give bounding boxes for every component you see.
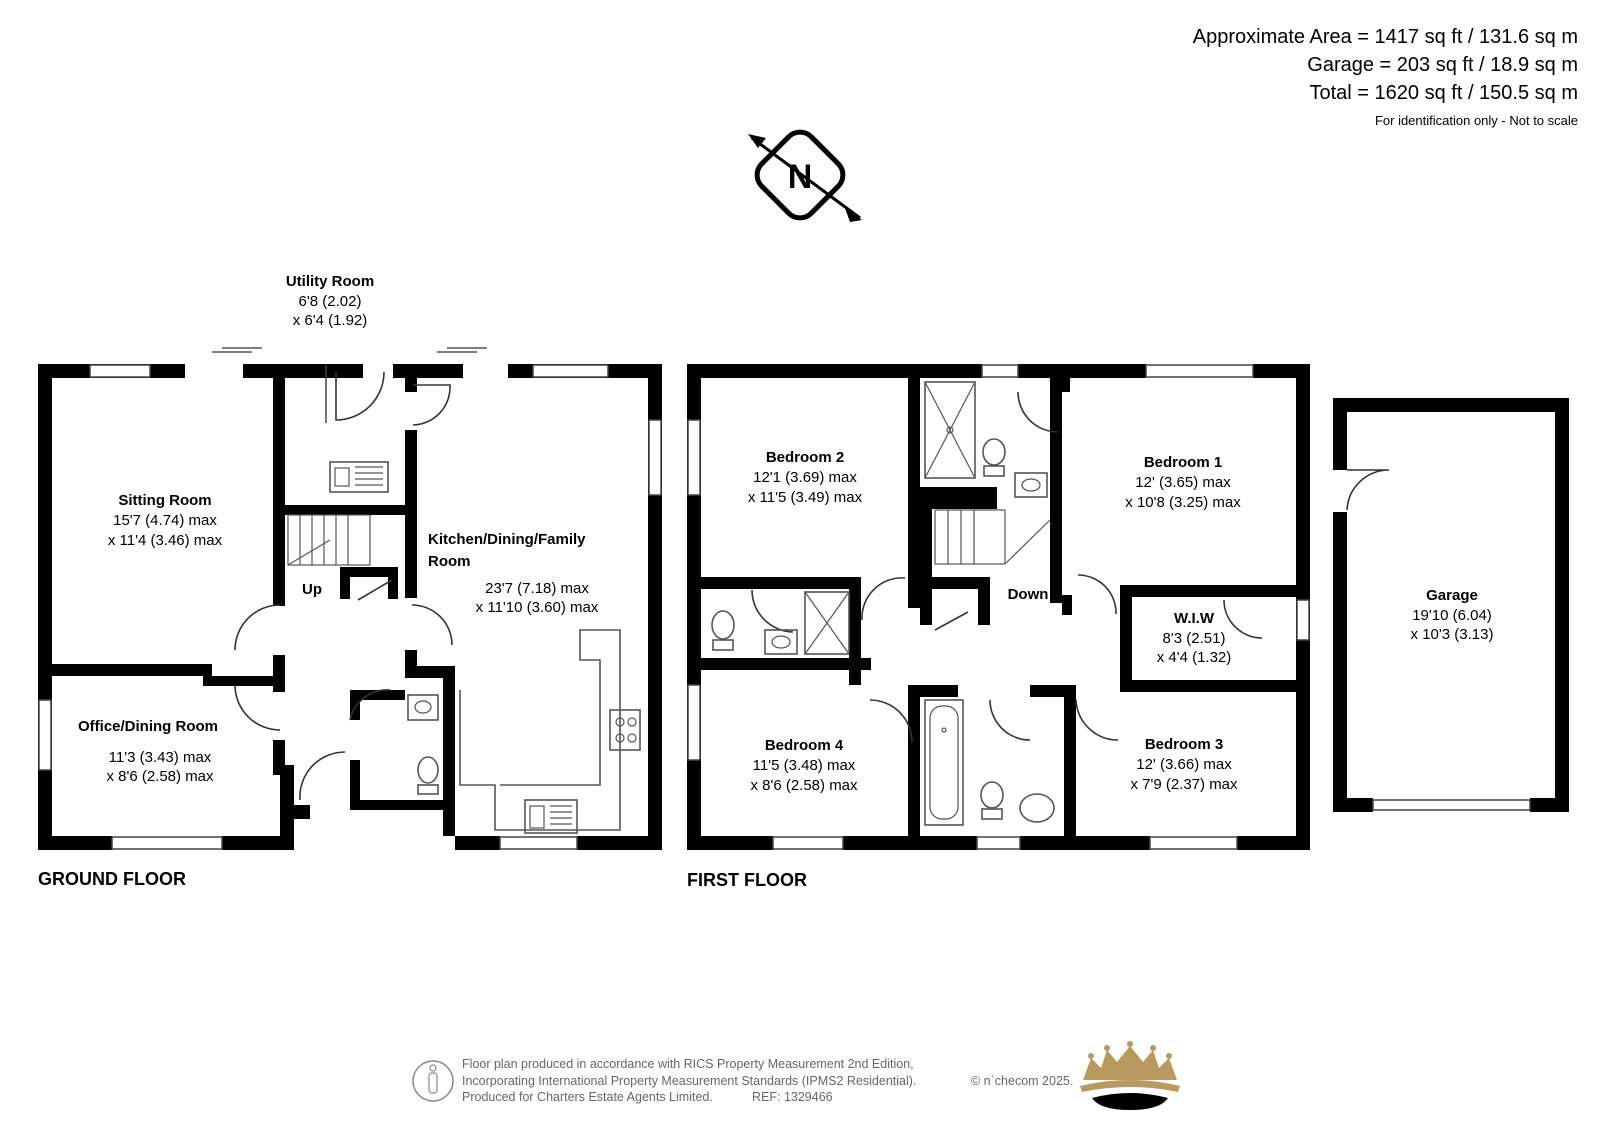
room-label-office: Office/Dining Room 11'3 (3.43) max x 8'6…: [78, 718, 218, 785]
room-label-garage: Garage 19'10 (6.04) x 10'3 (3.13): [1411, 587, 1494, 643]
room-dim: 6'8 (2.02): [299, 293, 362, 310]
room-dim: x 10'8 (3.25) max: [1125, 494, 1241, 511]
scale-note: For identification only - Not to scale: [1375, 113, 1578, 128]
room-dim: 8'3 (2.51): [1163, 630, 1226, 647]
room-label-bedroom1: Bedroom 1 12' (3.65) max x 10'8 (3.25) m…: [1125, 454, 1241, 511]
room-dim: 19'10 (6.04): [1412, 607, 1492, 624]
room-dim: 12' (3.65) max: [1135, 474, 1231, 491]
footer-copyright: © nʿchecom 2025.: [971, 1074, 1073, 1088]
footer-ref: REF: 1329466: [752, 1090, 833, 1104]
first-floor-fixtures: [711, 381, 1055, 826]
stairs-down-label: Down: [1008, 586, 1049, 603]
room-name: Office/Dining Room: [78, 718, 218, 735]
first-floor-windows: [687, 364, 1310, 850]
garage-walls: [1333, 398, 1569, 812]
first-floor-doors: [751, 391, 1263, 743]
footer-line-2: Incorporating International Property Mea…: [462, 1074, 916, 1088]
ground-floor-windows: [38, 347, 662, 850]
person-icon: [412, 1060, 454, 1102]
room-name: Bedroom 3: [1145, 736, 1223, 753]
ground-floor-fixtures: [287, 461, 641, 834]
room-dim: x 8'6 (2.58) max: [106, 768, 214, 785]
room-dim: x 6'4 (1.92): [293, 312, 368, 329]
footer-line-3: Produced for Charters Estate Agents Limi…: [462, 1090, 713, 1104]
room-dim: 12'1 (3.69) max: [753, 469, 857, 486]
room-dim: 11'3 (3.43) max: [109, 749, 212, 766]
room-label-sitting: Sitting Room 15'7 (4.74) max x 11'4 (3.4…: [108, 492, 223, 549]
ground-floor-doors: [234, 365, 453, 801]
area-summary: Approximate Area = 1417 sq ft / 131.6 sq…: [1193, 26, 1578, 128]
room-name: Kitchen/Dining/Family: [428, 531, 586, 548]
room-label-wiw: W.I.W 8'3 (2.51) x 4'4 (1.32): [1157, 610, 1232, 666]
room-name: Bedroom 2: [766, 449, 844, 466]
footer-line-1: Floor plan produced in accordance with R…: [462, 1057, 914, 1071]
room-dim: 12' (3.66) max: [1136, 756, 1232, 773]
room-name: Bedroom 1: [1144, 454, 1222, 471]
room-label-kitchen: Kitchen/Dining/Family Room 23'7 (7.18) m…: [428, 531, 599, 616]
room-name: Bedroom 4: [765, 737, 844, 754]
room-name: Garage: [1426, 587, 1478, 604]
room-dim: x 7'9 (2.37) max: [1130, 776, 1238, 793]
room-dim: x 11'5 (3.49) max: [748, 489, 863, 506]
room-dim: 11'5 (3.48) max: [753, 757, 856, 774]
room-dim: x 10'3 (3.13): [1411, 626, 1494, 643]
crown-logo-icon: [1080, 1041, 1180, 1110]
area-total: Total = 1620 sq ft / 150.5 sq m: [1310, 82, 1579, 104]
room-dim: x 11'4 (3.46) max: [108, 532, 223, 549]
room-label-bedroom3: Bedroom 3 12' (3.66) max x 7'9 (2.37) ma…: [1130, 736, 1238, 793]
room-dim: 15'7 (4.74) max: [113, 512, 217, 529]
footer: Floor plan produced in accordance with R…: [412, 1041, 1180, 1110]
room-dim: 23'7 (7.18) max: [485, 580, 589, 597]
stairs-up-label: Up: [302, 581, 322, 598]
area-approximate: Approximate Area = 1417 sq ft / 131.6 sq…: [1193, 26, 1578, 48]
room-name: Sitting Room: [118, 492, 211, 509]
room-dim: x 8'6 (2.58) max: [750, 777, 858, 794]
room-label-utility: Utility Room 6'8 (2.02) x 6'4 (1.92): [286, 273, 374, 329]
room-name: W.I.W: [1174, 610, 1215, 627]
ground-floor-title: GROUND FLOOR: [38, 869, 186, 889]
room-dim: x 4'4 (1.32): [1157, 649, 1232, 666]
first-floor-title: FIRST FLOOR: [687, 870, 807, 890]
compass-letter: N: [788, 158, 813, 196]
room-label-bedroom4: Bedroom 4 11'5 (3.48) max x 8'6 (2.58) m…: [750, 737, 858, 794]
room-label-bedroom2: Bedroom 2 12'1 (3.69) max x 11'5 (3.49) …: [748, 449, 863, 506]
north-arrow-icon: N: [748, 129, 862, 224]
area-garage: Garage = 203 sq ft / 18.9 sq m: [1307, 54, 1578, 76]
room-dim: x 11'10 (3.60) max: [476, 599, 599, 616]
room-name: Room: [428, 553, 471, 570]
room-name: Utility Room: [286, 273, 374, 290]
